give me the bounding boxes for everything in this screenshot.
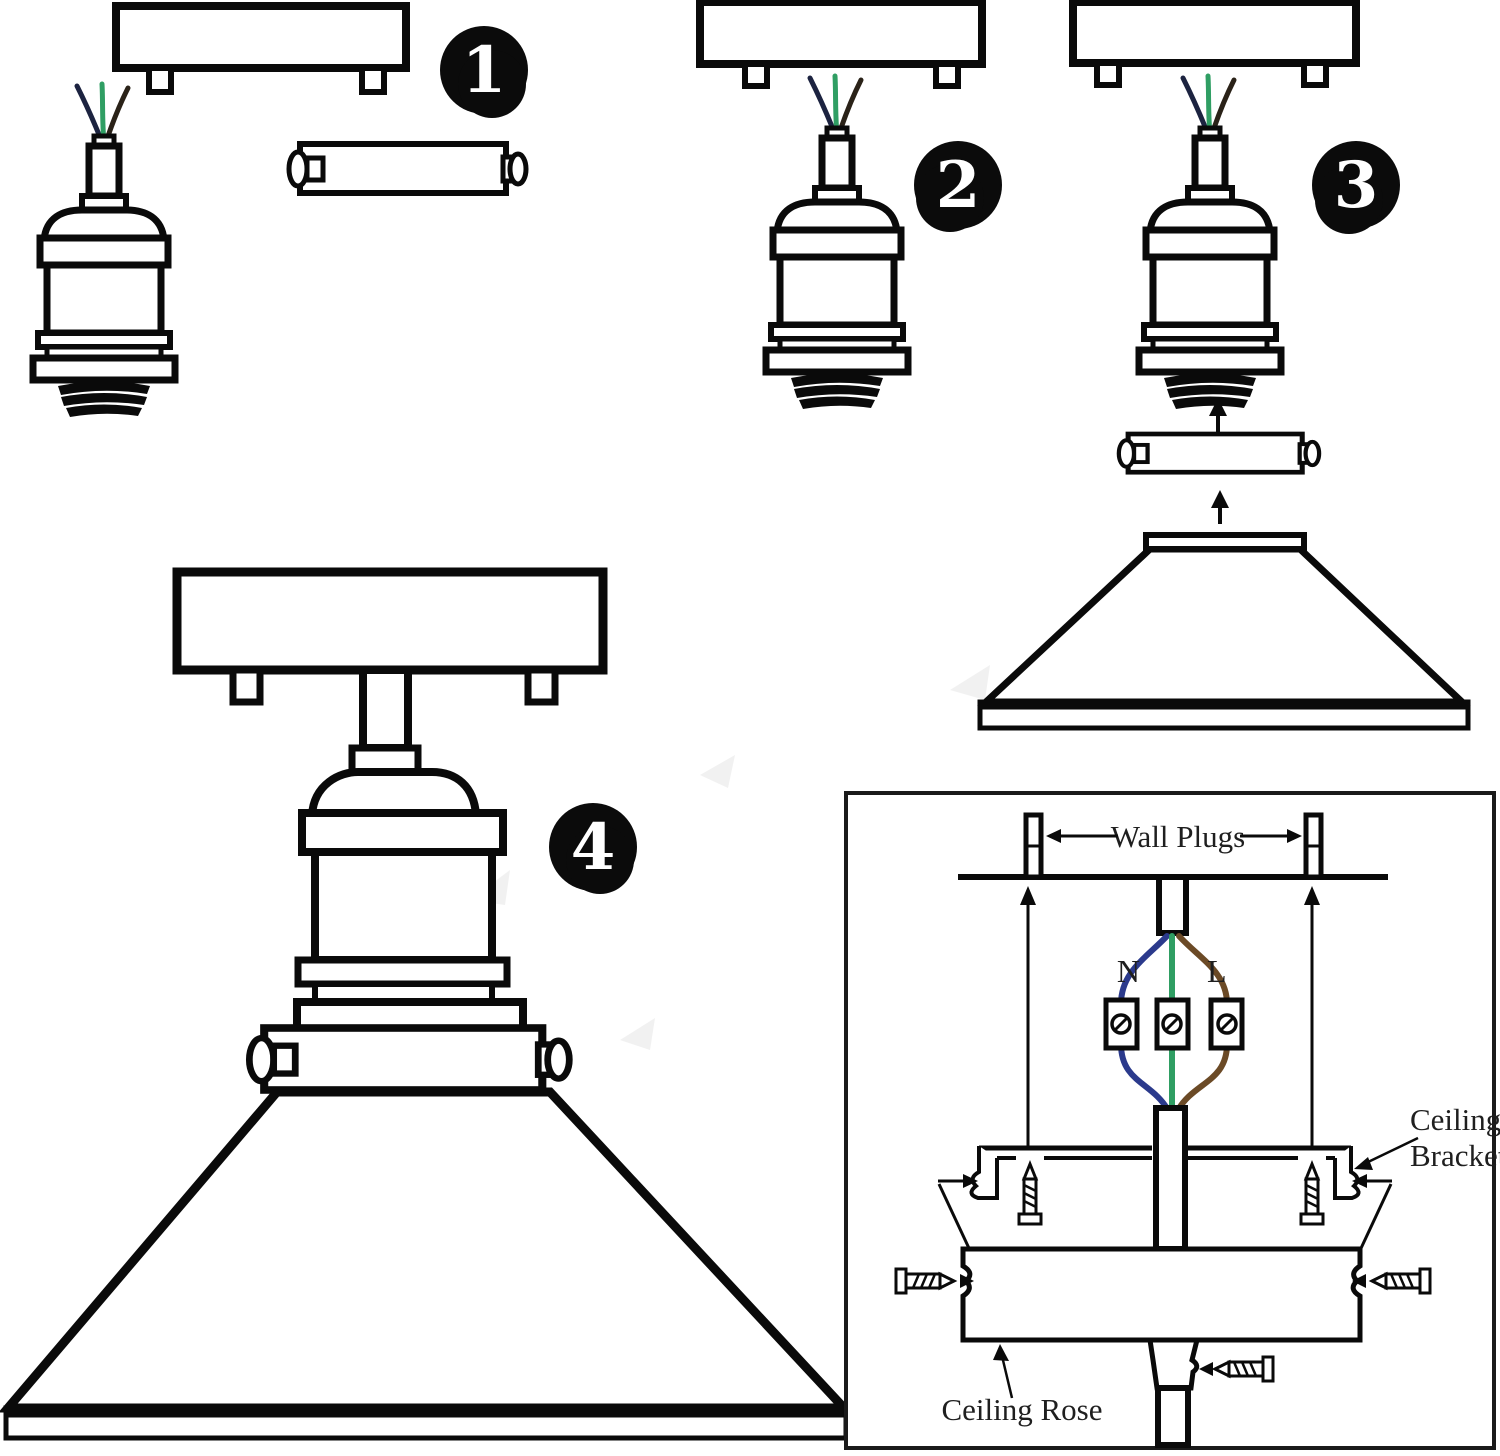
step-2-badge: 2 <box>914 141 1002 232</box>
step-4-number: 4 <box>571 810 616 885</box>
lamp-holder <box>33 136 175 417</box>
step-3-badge: 3 <box>1312 141 1400 234</box>
ceiling-plate <box>1069 0 1360 88</box>
step-3-diagram: 3 <box>977 0 1471 731</box>
step-4-diagram: 4 <box>0 567 855 1441</box>
up-arrow-icon <box>1211 490 1229 524</box>
shade-lock-ring <box>249 1028 569 1090</box>
assembled-lamp-holder <box>293 666 527 1034</box>
lamp-holder <box>1139 128 1281 409</box>
live-label: L <box>1207 953 1227 989</box>
terminal-blocks <box>1103 997 1245 1051</box>
wiring-inset: Wall Plugs N L <box>844 791 1500 1450</box>
supply-wires <box>807 73 864 137</box>
ceiling-cable-tube <box>1156 874 1189 936</box>
wall-plug-right <box>1303 812 1324 880</box>
lamp-shade <box>0 1087 855 1441</box>
left-arrow-icon <box>1046 829 1118 843</box>
neck-screw <box>1199 1355 1275 1383</box>
ceiling-plate <box>112 2 410 95</box>
supply-wires <box>74 81 131 145</box>
step-1-diagram: 1 <box>33 2 528 417</box>
ceiling-plate <box>172 567 608 706</box>
svg-text:Bracket: Bracket <box>1410 1138 1500 1173</box>
svg-text:Ceiling: Ceiling <box>1410 1102 1500 1137</box>
neutral-label: N <box>1117 953 1140 989</box>
wall-plugs-label: Wall Plugs <box>1111 819 1245 854</box>
pendant-stem-tube <box>1153 1105 1188 1252</box>
wall-plug-left <box>1023 812 1044 880</box>
rose-screw-right <box>1352 1267 1432 1295</box>
step-2-number: 2 <box>936 148 981 223</box>
step-4-badge: 4 <box>549 803 637 894</box>
step-1-number: 1 <box>462 33 507 108</box>
svg-text:Ceiling Rose: Ceiling Rose <box>941 1392 1102 1427</box>
step-2-diagram: 2 <box>696 0 1002 409</box>
step-1-badge: 1 <box>440 26 528 118</box>
ceiling-plate <box>696 0 986 89</box>
lamp-shade <box>977 532 1471 731</box>
ceiling-rose-plate <box>960 1246 1363 1343</box>
right-arrow-icon <box>1240 829 1302 843</box>
rose-neck <box>1147 1337 1201 1391</box>
screw-direction-arrow-left <box>1020 886 1036 1146</box>
up-arrow-icon <box>1209 398 1227 432</box>
ceiling-bracket-label: Ceiling Bracket <box>1354 1102 1500 1173</box>
shade-lock-ring <box>1119 434 1319 472</box>
rose-screw-left <box>894 1267 974 1295</box>
lamp-holder <box>766 128 908 409</box>
supply-wires <box>1180 73 1237 137</box>
step-3-number: 3 <box>1334 148 1379 223</box>
ceiling-bracket <box>969 1145 1361 1200</box>
pendant-drop-tube <box>1155 1385 1191 1448</box>
ceiling-rose-label: Ceiling Rose <box>941 1344 1103 1427</box>
screw-direction-arrow-right <box>1304 886 1320 1146</box>
shade-lock-ring <box>289 144 526 193</box>
